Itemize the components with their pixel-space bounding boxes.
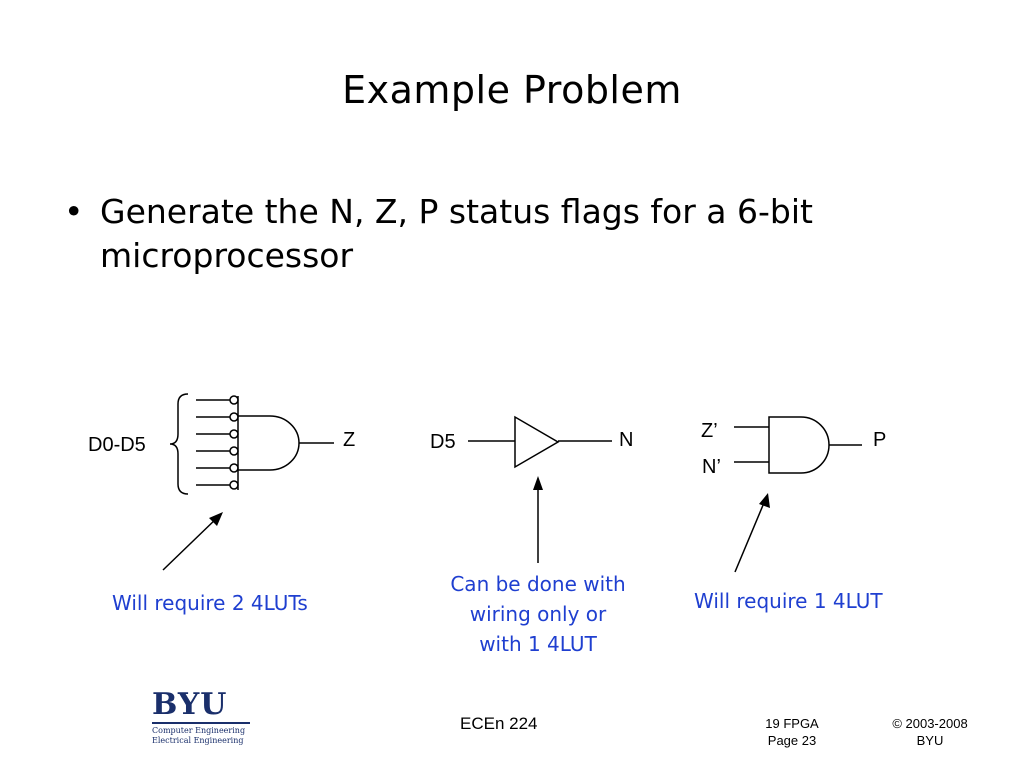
footer-copyright: © 2003-2008 bbox=[892, 716, 968, 731]
note-middle: Can be done with wiring only or with 1 4… bbox=[418, 569, 658, 659]
arrow-right bbox=[734, 497, 767, 573]
inversion-bubble bbox=[229, 395, 239, 405]
logo-rule bbox=[152, 722, 250, 724]
note-left: Will require 2 4LUTs bbox=[112, 591, 308, 615]
label-d5: D5 bbox=[430, 431, 456, 453]
inversion-bubble bbox=[229, 463, 239, 473]
inversion-bubble bbox=[229, 446, 239, 456]
logo-line: Computer Engineering bbox=[152, 726, 246, 735]
footer-lecture-info: 19 FPGA Page 23 bbox=[752, 715, 832, 749]
label-z: Z bbox=[343, 429, 356, 451]
footer-copyright-info: © 2003-2008 BYU bbox=[880, 715, 980, 749]
note-right: Will require 1 4LUT bbox=[694, 589, 883, 613]
arrow-head-middle bbox=[533, 476, 543, 490]
note-middle-line: Can be done with bbox=[450, 572, 626, 596]
arrow-left bbox=[162, 515, 220, 571]
bullet-text: Generate the N, Z, P status flags for a … bbox=[100, 192, 813, 275]
label-z-prime: Z’ bbox=[701, 420, 718, 442]
note-middle-line: with 1 4LUT bbox=[479, 632, 597, 656]
inversion-bubble bbox=[229, 480, 239, 490]
label-n-prime: N’ bbox=[702, 456, 721, 478]
note-middle-line: wiring only or bbox=[469, 602, 607, 626]
inversion-bubble bbox=[229, 429, 239, 439]
label-p: P bbox=[873, 429, 887, 451]
bullet-marker: • bbox=[64, 192, 84, 231]
logo-wordmark: BYU bbox=[152, 687, 228, 722]
arrow-head-right bbox=[759, 493, 770, 508]
arrow-head-left bbox=[209, 512, 223, 526]
footer-lecture: 19 FPGA bbox=[765, 716, 819, 731]
logo-line: Electrical Engineering bbox=[152, 736, 244, 745]
footer-course: ECEn 224 bbox=[460, 714, 538, 733]
byu-logo: BYU Computer Engineering Electrical Engi… bbox=[152, 690, 256, 750]
z-and-gate bbox=[238, 415, 300, 471]
footer-org: BYU bbox=[916, 733, 944, 748]
n-buffer bbox=[514, 415, 560, 469]
inversion-bubble bbox=[229, 412, 239, 422]
label-d0-d5: D0-D5 bbox=[88, 434, 146, 456]
slide-title: Example Problem bbox=[342, 68, 682, 112]
p-and-gate bbox=[768, 416, 830, 474]
input-brace bbox=[169, 393, 189, 495]
label-n: N bbox=[619, 429, 634, 451]
footer-page: Page 23 bbox=[767, 733, 817, 748]
